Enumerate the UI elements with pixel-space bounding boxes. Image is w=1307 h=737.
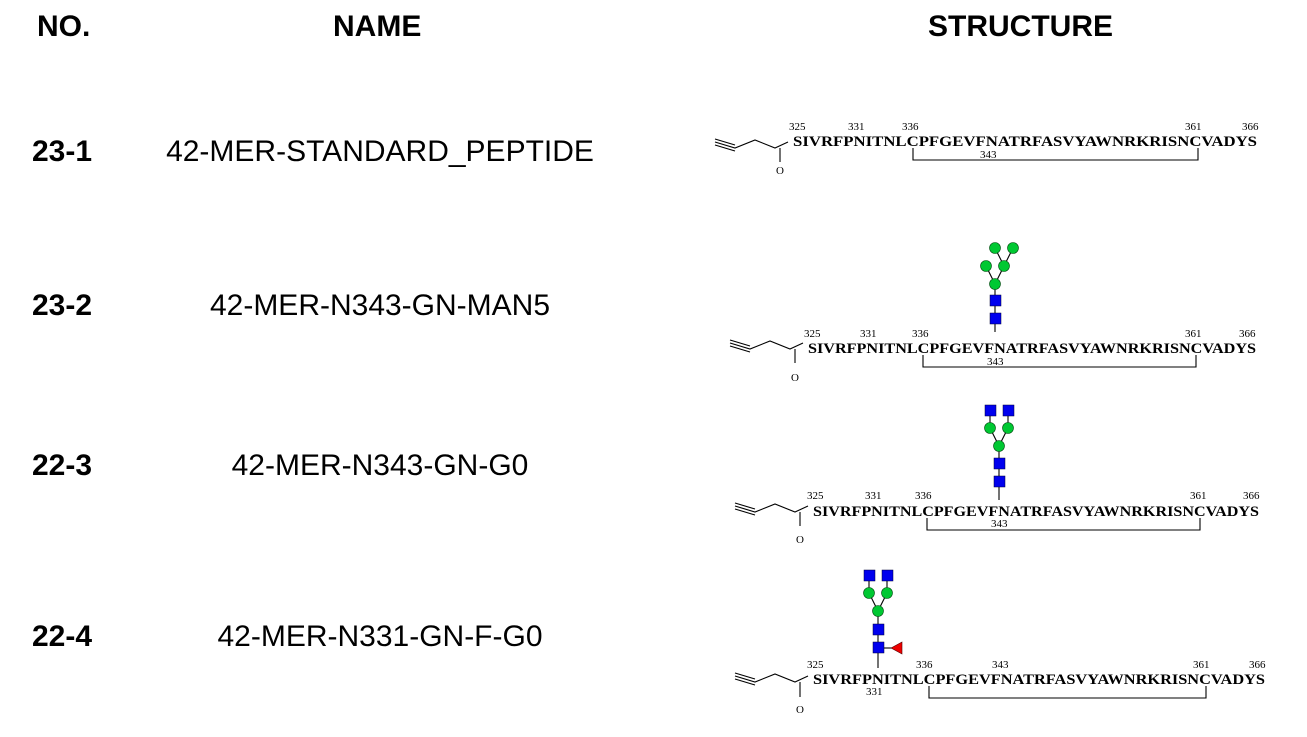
glcnac-square xyxy=(993,457,1006,470)
header-name: NAME xyxy=(333,10,422,43)
mannose-circle xyxy=(989,242,1001,254)
residue-343: 343 xyxy=(991,518,1008,530)
mannose-circle xyxy=(881,587,893,599)
residue-325: 325 xyxy=(807,659,824,671)
row-4-name: 42-MER-N331-GN-F-G0 xyxy=(217,620,543,653)
residue-361: 361 xyxy=(1193,659,1210,671)
row-3-name: 42-MER-N343-GN-G0 xyxy=(231,449,529,482)
row-2-structure: O SIVRFPNITNLCPFGEVFNATRFASVYAWNRKRISNCV… xyxy=(729,242,1256,384)
residue-343: 343 xyxy=(992,659,1009,671)
mannose-circle xyxy=(989,278,1001,290)
row-3-number: 22-3 xyxy=(32,449,93,482)
glcnac-square xyxy=(1002,404,1015,417)
mannose-circle xyxy=(1007,242,1019,254)
row-2-number: 23-2 xyxy=(32,289,93,322)
mannose-circle xyxy=(980,260,992,272)
residue-361: 361 xyxy=(1185,328,1202,340)
residue-336: 336 xyxy=(902,121,919,133)
mannose-circle xyxy=(993,440,1005,452)
glcnac-square xyxy=(984,404,997,417)
mannose-circle xyxy=(872,605,884,617)
glcnac-square xyxy=(881,569,894,582)
linker-chain xyxy=(734,673,809,683)
disulfide-bridge xyxy=(928,686,1207,699)
row-1-name: 42-MER-STANDARD_PEPTIDE xyxy=(166,135,594,168)
peptide-sequence: SIVRFPNITNLCPFGEVFNATRFASVYAWNRKRISNCVAD… xyxy=(813,672,1265,688)
peptide-sequence: SIVRFPNITNLCPFGEVFNATRFASVYAWNRKRISNCVAD… xyxy=(793,134,1257,150)
alkyne-triple-1 xyxy=(734,502,756,510)
row-1-structure: O SIVRFPNITNLCPFGEVFNATRFASVYAWNRKRISNCV… xyxy=(714,121,1259,177)
residue-325: 325 xyxy=(804,328,821,340)
glcnac-square xyxy=(989,312,1002,325)
glcnac-square xyxy=(863,569,876,582)
residue-336: 336 xyxy=(915,490,932,502)
mannose-circle xyxy=(863,587,875,599)
carbonyl-oxygen: O xyxy=(796,704,804,716)
disulfide-bridge xyxy=(922,355,1197,368)
alkyne-triple-1 xyxy=(734,672,756,680)
alkyne-triple-2 xyxy=(714,144,736,152)
linker-chain xyxy=(729,340,804,350)
residue-331: 331 xyxy=(848,121,865,133)
mannose-circle xyxy=(1002,422,1014,434)
residue-331: 331 xyxy=(866,686,883,698)
linker-chain xyxy=(714,139,789,149)
residue-366: 366 xyxy=(1239,328,1256,340)
alkyne-triple-2 xyxy=(734,508,756,516)
glycan-man5 xyxy=(980,242,1019,332)
alkyne-triple-2 xyxy=(734,678,756,686)
glcnac-square xyxy=(993,475,1006,488)
residue-361: 361 xyxy=(1190,490,1207,502)
residue-361: 361 xyxy=(1185,121,1202,133)
fucose-triangle xyxy=(890,641,903,655)
header-no: NO. xyxy=(37,10,91,43)
glcnac-square xyxy=(872,641,885,654)
residue-366: 366 xyxy=(1249,659,1266,671)
alkyne-triple-1 xyxy=(729,339,751,347)
residue-325: 325 xyxy=(789,121,806,133)
row-4-number: 22-4 xyxy=(32,620,93,653)
residue-366: 366 xyxy=(1243,490,1260,502)
mannose-circle xyxy=(984,422,996,434)
glcnac-square xyxy=(872,623,885,636)
peptide-sequence: SIVRFPNITNLCPFGEVFNATRFASVYAWNRKRISNCVAD… xyxy=(813,504,1259,520)
residue-366: 366 xyxy=(1242,121,1259,133)
row-1-number: 23-1 xyxy=(32,135,93,168)
mannose-circle xyxy=(998,260,1010,272)
alkyne-triple-2 xyxy=(729,345,751,353)
peptide-sequence: SIVRFPNITNLCPFGEVFNATRFASVYAWNRKRISNCVAD… xyxy=(808,341,1256,357)
carbonyl-oxygen: O xyxy=(776,165,784,177)
glcnac-square xyxy=(989,294,1002,307)
carbonyl-oxygen: O xyxy=(796,534,804,546)
carbonyl-oxygen: O xyxy=(791,372,799,384)
row-3-structure: O SIVRFPNITNLCPFGEVFNATRFASVYAWNRKRISNCV… xyxy=(734,404,1260,546)
glycan-g0 xyxy=(984,404,1015,500)
residue-331: 331 xyxy=(860,328,877,340)
header-structure: STRUCTURE xyxy=(928,10,1113,43)
residue-343: 343 xyxy=(980,149,997,161)
residue-336: 336 xyxy=(912,328,929,340)
residue-336: 336 xyxy=(916,659,933,671)
disulfide-bridge xyxy=(912,148,1199,161)
glycan-g0f xyxy=(863,569,903,668)
residue-343: 343 xyxy=(987,356,1004,368)
row-2-name: 42-MER-N343-GN-MAN5 xyxy=(209,289,551,322)
residue-331: 331 xyxy=(865,490,882,502)
disulfide-bridge xyxy=(926,518,1201,531)
alkyne-triple-1 xyxy=(714,138,736,146)
linker-chain xyxy=(734,503,809,513)
row-4-structure: O SIVRFPNITNLCPFGEVFNATRFASVYAWNRKRISNCV… xyxy=(734,569,1266,716)
residue-325: 325 xyxy=(807,490,824,502)
